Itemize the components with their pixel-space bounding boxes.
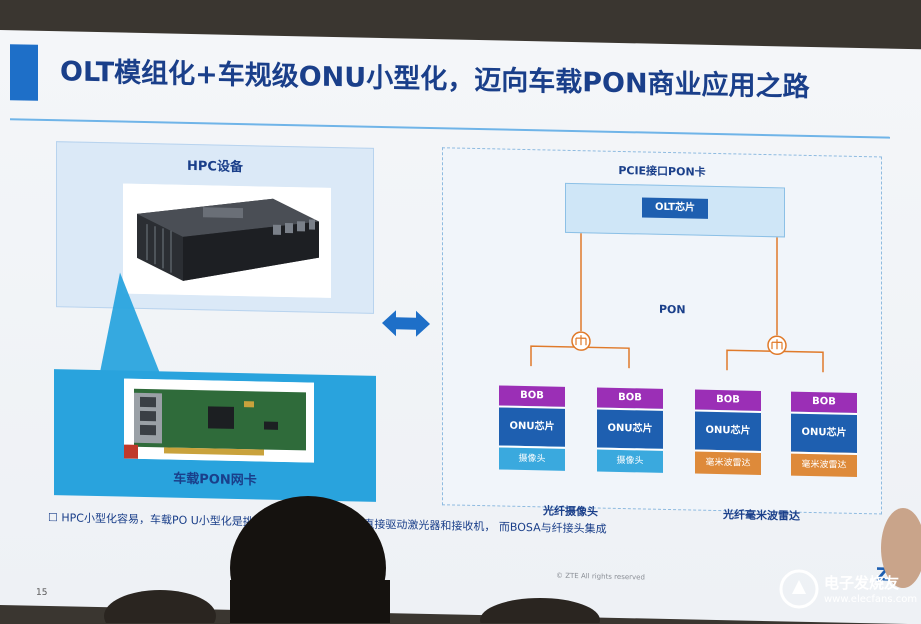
splitter-icon [571, 331, 591, 351]
title-divider [10, 118, 890, 139]
watermark-logo-icon [779, 569, 819, 609]
onu-module: BOB ONU芯片 摄像头 [597, 387, 663, 491]
fiber-camera-label: 光纤摄像头 [543, 504, 598, 519]
hpc-device-image [123, 183, 331, 298]
callout-pointer [100, 272, 160, 374]
vehicle-pon-card-label: 车载PON网卡 [173, 471, 257, 489]
watermark-url: www.elecfans.com [824, 594, 918, 605]
vehicle-pon-card-panel: 车载PON网卡 [54, 369, 376, 502]
slide-footnote: ☐ HPC小型化容易，车载PO U小型化是挑战，ONU内置LDD/LA直接驱动激… [48, 511, 607, 536]
hpc-device-title: HPC设备 [187, 158, 243, 176]
camera-block: 摄像头 [499, 445, 565, 471]
bob-block: BOB [499, 385, 565, 407]
bob-block: BOB [695, 389, 761, 411]
copyright-text: © ZTE All rights reserved [556, 571, 645, 582]
olt-chip-block: OLT芯片 [642, 197, 708, 219]
slide-title: OLT模组化+车规级ONU小型化，迈向车载PON商业应用之路 [60, 56, 810, 103]
onu-chip-block: ONU芯片 [597, 407, 663, 449]
fiber-radar-label: 光纤毫米波雷达 [723, 508, 800, 523]
radar-block: 毫米波雷达 [791, 451, 857, 477]
watermark-text: 电子发烧友 [824, 574, 900, 592]
pon-card-photo [124, 378, 314, 463]
presentation-slide: OLT模组化+车规级ONU小型化，迈向车载PON商业应用之路 HPC设备 [0, 30, 921, 624]
bob-block: BOB [791, 391, 857, 413]
connection-lines [530, 231, 824, 373]
radar-block: 毫米波雷达 [695, 449, 761, 475]
onu-chip-block: ONU芯片 [695, 409, 761, 451]
onu-chip-block: ONU芯片 [499, 405, 565, 447]
watermark: 电子发烧友 www.elecfans.com [778, 568, 918, 614]
hpc-device-panel: HPC设备 [56, 141, 374, 314]
page-number: 15 [36, 587, 48, 598]
onu-module: BOB ONU芯片 毫米波雷达 [791, 391, 857, 495]
onu-module: BOB ONU芯片 毫米波雷达 [695, 389, 761, 493]
onu-chip-block: ONU芯片 [791, 411, 857, 453]
splitter-icon [767, 335, 787, 356]
title-accent-bar [10, 44, 38, 101]
pcie-card-box: OLT芯片 [565, 182, 785, 238]
camera-block: 摄像头 [597, 447, 663, 473]
double-arrow-icon [382, 310, 430, 337]
hpc-device-photo [123, 183, 331, 298]
pon-label: PON [659, 302, 686, 317]
pon-card-image [124, 378, 314, 463]
bob-block: BOB [597, 387, 663, 409]
onu-module: BOB ONU芯片 摄像头 [499, 385, 565, 488]
pcie-pon-diagram: PCIE接口PON卡 OLT芯片 PON BOB ONU芯片 摄像头 BOB O… [442, 147, 882, 523]
